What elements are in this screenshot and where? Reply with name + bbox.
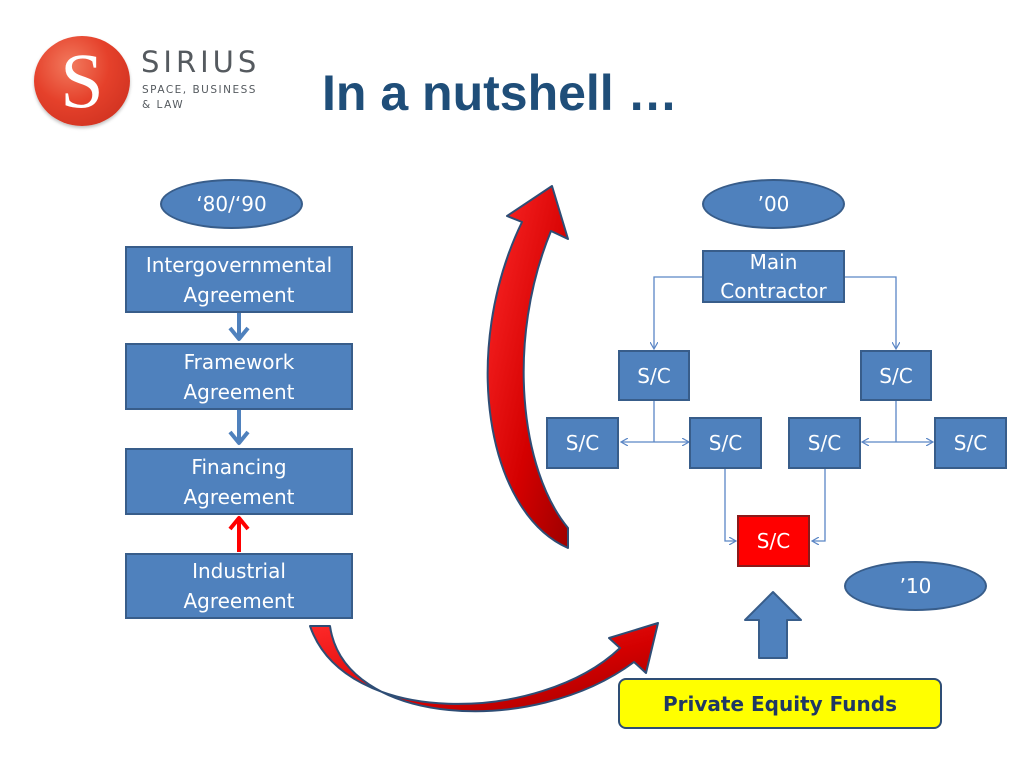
main-contractor-line2: Contractor bbox=[720, 278, 827, 303]
main-contractor-line1: Main bbox=[749, 249, 798, 274]
box-label-line1: Intergovernmental bbox=[145, 252, 333, 277]
box-label-line2: Agreement bbox=[183, 589, 295, 613]
slide-title: In a nutshell … bbox=[322, 65, 678, 121]
curved-arrow-upward bbox=[486, 185, 569, 549]
hierarchy-connectors bbox=[622, 276, 932, 541]
box-subcontractor-l2-1: S/C bbox=[546, 417, 619, 469]
era-pill-80-90: ‘80/‘90 bbox=[160, 179, 303, 229]
box-subcontractor-l2-4: S/C bbox=[934, 417, 1007, 469]
box-subcontractor-l1-right: S/C bbox=[860, 350, 932, 401]
box-label-line1: Framework bbox=[183, 349, 295, 374]
box-subcontractor-l2-2: S/C bbox=[689, 417, 762, 469]
box-label-line1: Industrial bbox=[192, 559, 286, 583]
box-subcontractor-highlighted: S/C bbox=[737, 515, 810, 567]
left-chain-arrow-1 bbox=[228, 313, 250, 341]
logo-tagline-line2: & LAW bbox=[142, 99, 185, 111]
left-chain-arrow-up-red bbox=[228, 516, 250, 552]
funding-up-arrow bbox=[744, 591, 802, 659]
left-chain-arrow-2 bbox=[228, 410, 250, 445]
curved-arrow-rightward bbox=[309, 622, 659, 713]
sirius-logo-s-glyph: S bbox=[60, 37, 104, 124]
era-pill-00: ’00 bbox=[702, 179, 845, 229]
box-label-line2: Agreement bbox=[183, 282, 295, 307]
box-label-line2: Agreement bbox=[183, 379, 295, 404]
private-equity-funds-box: Private Equity Funds bbox=[618, 678, 942, 729]
box-label-line2: Agreement bbox=[183, 484, 295, 509]
box-subcontractor-l2-3: S/C bbox=[788, 417, 861, 469]
era-pill-10: ’10 bbox=[844, 561, 987, 611]
box-subcontractor-l1-left: S/C bbox=[618, 350, 690, 401]
logo-tagline-line1: SPACE, BUSINESS bbox=[142, 84, 257, 96]
box-label-line1: Financing bbox=[191, 454, 287, 479]
sirius-logo-circle bbox=[34, 36, 130, 126]
logo-name: SIRIUS bbox=[141, 45, 261, 79]
